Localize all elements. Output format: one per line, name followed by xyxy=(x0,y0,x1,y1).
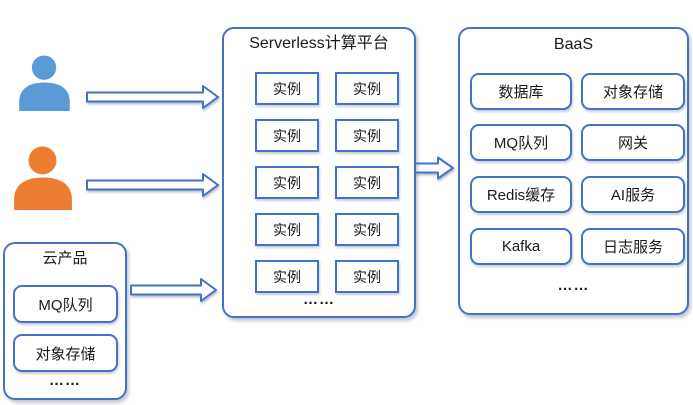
cloud-product-item: 对象存储 xyxy=(13,334,118,372)
baas-item: 数据库 xyxy=(470,73,572,110)
instance-box: 实例 xyxy=(335,260,399,293)
instance-box: 实例 xyxy=(335,213,399,246)
serverless-ellipsis: …… xyxy=(303,291,335,308)
cloud-products-panel: 云产品 MQ队列 对象存储 …… xyxy=(3,242,127,400)
instance-box: 实例 xyxy=(255,119,319,152)
arrow-orange-user-to-serverless xyxy=(86,173,219,197)
arrow-blue-user-to-serverless xyxy=(86,85,219,109)
baas-panel: BaaS 数据库 对象存储 MQ队列 网关 Redis缓存 AI服务 Kafka… xyxy=(458,27,689,315)
cloud-products-ellipsis: …… xyxy=(49,372,81,389)
baas-item: MQ队列 xyxy=(470,124,572,161)
baas-item: Kafka xyxy=(470,228,572,265)
baas-item: 对象存储 xyxy=(581,73,685,110)
serverless-panel: Serverless计算平台 实例 实例 实例 实例 实例 实例 实例 实例 实… xyxy=(222,27,416,318)
instance-box: 实例 xyxy=(255,213,319,246)
serverless-title: Serverless计算平台 xyxy=(249,35,389,52)
instance-box: 实例 xyxy=(255,260,319,293)
baas-item: AI服务 xyxy=(581,176,685,213)
instance-box: 实例 xyxy=(255,72,319,105)
orange-user-icon xyxy=(12,145,74,211)
baas-item: 网关 xyxy=(581,124,685,161)
instance-box: 实例 xyxy=(255,166,319,199)
arrow-serverless-to-baas xyxy=(414,156,454,180)
cloud-products-title: 云产品 xyxy=(42,250,88,267)
cloud-product-item: MQ队列 xyxy=(13,285,118,323)
baas-item: 日志服务 xyxy=(581,228,685,265)
baas-ellipsis: …… xyxy=(557,277,590,294)
instance-box: 实例 xyxy=(335,72,399,105)
instance-box: 实例 xyxy=(335,166,399,199)
blue-user-icon xyxy=(16,55,73,111)
baas-title: BaaS xyxy=(553,36,594,53)
instance-box: 实例 xyxy=(335,119,399,152)
arrow-cloud-products-to-serverless xyxy=(130,278,217,302)
baas-item: Redis缓存 xyxy=(470,176,572,213)
